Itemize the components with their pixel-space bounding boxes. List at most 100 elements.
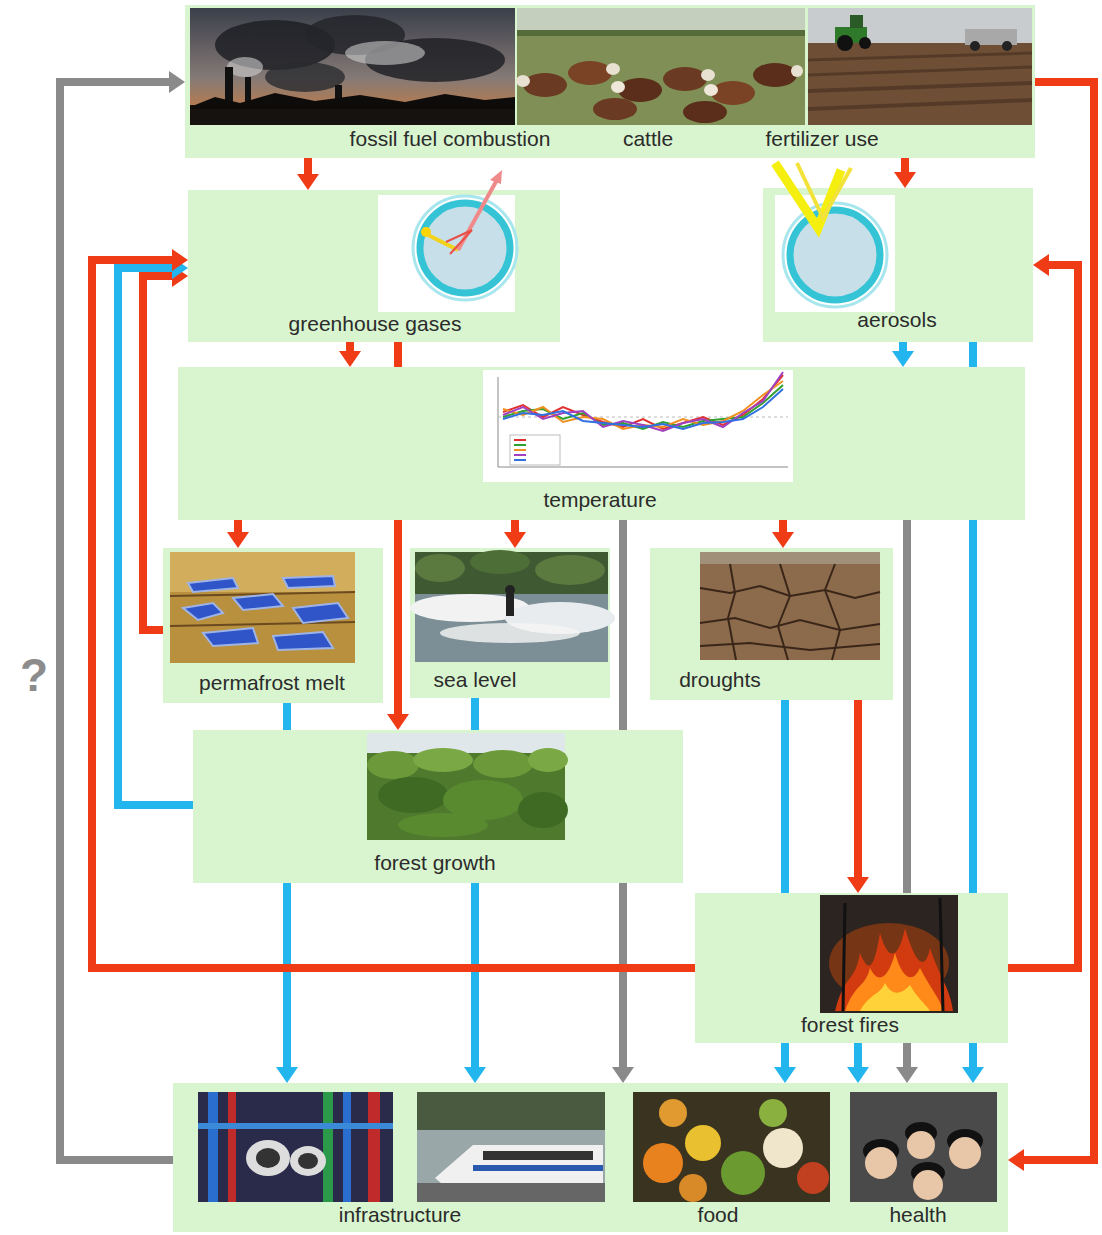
impact-photos-part [949, 1137, 981, 1169]
box-label: forest growth [374, 851, 495, 875]
impact-photos-part [913, 1170, 943, 1200]
box-label: food [698, 1203, 739, 1227]
fire-photo-part [940, 898, 943, 1011]
feedback-arrow [339, 342, 361, 367]
arrow-head [612, 1067, 634, 1083]
impact-photos-part [228, 1092, 236, 1202]
drought-photo-part [700, 643, 880, 650]
source-photos-part [711, 81, 755, 105]
box-label: temperature [543, 488, 656, 512]
temperature-chart-part [510, 435, 560, 465]
fire-photo-part [843, 903, 845, 1011]
arrow-head [227, 532, 249, 548]
arrow-head [339, 351, 361, 367]
box-label: sea level [434, 668, 517, 692]
source-photos-part [190, 93, 515, 109]
arrow-head [847, 1067, 869, 1083]
permafrost-photo-part [170, 552, 355, 663]
connector-line [779, 520, 787, 534]
source-photos-part [523, 73, 567, 97]
greenhouse-icon-part [420, 203, 510, 293]
sea-level-photo-part [535, 555, 605, 585]
impact-photos-part [907, 1131, 935, 1159]
impact-photos-part [763, 1128, 803, 1168]
edge-label: ? [18, 652, 50, 698]
aerosol-icon-part [790, 210, 880, 300]
permafrost-photo-part [183, 603, 223, 620]
temperature-chart-part [514, 454, 526, 456]
source-photos-part [516, 75, 530, 87]
concept-box: sea level [410, 548, 610, 698]
impact-photos-part [659, 1099, 687, 1127]
concept-box: temperature [178, 367, 1025, 520]
forest-photo-part [378, 777, 448, 813]
impact-photos-part [643, 1143, 683, 1183]
arrow-head [774, 1067, 796, 1083]
drought-photo-part [728, 564, 736, 660]
fire-photo-part [835, 928, 953, 1011]
feedback-arrow [118, 257, 193, 805]
connector-line [60, 82, 173, 1160]
forest-photo-part [398, 813, 488, 837]
greenhouse-icon-part [428, 235, 458, 250]
drought-photo-part [825, 564, 840, 660]
impact-photos-part [198, 1123, 393, 1129]
aerosol-icon-part [797, 163, 851, 218]
box-label: greenhouse gases [289, 312, 462, 336]
arrow-head [892, 351, 914, 367]
feedback-arrow [227, 520, 249, 548]
arrow-head [1033, 254, 1049, 276]
impact-photos-part [368, 1092, 380, 1202]
impact-photos-part [208, 1092, 218, 1202]
impact-photos-part [679, 1174, 707, 1202]
feedback-arrow [772, 520, 794, 548]
box-label: aerosols [857, 308, 936, 332]
source-photos-part [808, 53, 1032, 60]
permafrost-photo-part [188, 578, 238, 592]
box-label: fertilizer use [765, 127, 878, 151]
sea-level-photo-part [506, 594, 514, 616]
permafrost-photo-part [170, 552, 355, 592]
arrow-head [172, 249, 188, 271]
impact-photos [173, 1083, 1008, 1232]
fire-photo-part [845, 953, 943, 1011]
impact-photos-part [759, 1099, 787, 1127]
box-label: infrastructure [339, 1203, 462, 1227]
drought-photo-part [700, 618, 880, 630]
source-photos-part [808, 67, 1032, 75]
impact-photos-part [850, 1092, 997, 1202]
feedback-arrow [892, 342, 914, 367]
drought-photo-part [700, 552, 880, 564]
source-photos-part [808, 100, 1032, 109]
permafrost-photo-part [203, 628, 258, 646]
source-photos-part [517, 8, 805, 125]
temperature-chart-part [503, 372, 783, 431]
concept-box: greenhouse gases [188, 190, 560, 342]
permafrost-photo-part [273, 632, 333, 650]
source-photos-part [265, 62, 345, 92]
box-label: health [889, 1203, 946, 1227]
source-photos-part [850, 15, 863, 28]
aerosol-icon-part [775, 163, 841, 228]
source-photos-part [663, 67, 707, 91]
drought-photo-part [700, 552, 880, 660]
concept-box: aerosols [763, 188, 1033, 342]
source-photos-part [808, 83, 1032, 91]
impact-photos-part [721, 1151, 765, 1195]
box-label: permafrost melt [199, 671, 345, 695]
greenhouse-icon-part [490, 170, 502, 184]
temperature-chart-part [514, 439, 526, 441]
source-photos-part [859, 37, 871, 49]
arrow-head [894, 172, 916, 188]
temperature-chart-part [498, 377, 499, 467]
box-label: droughts [679, 668, 761, 692]
feedback-arrow [504, 520, 526, 548]
arrow-head [169, 71, 185, 93]
impact-photos-part [633, 1092, 830, 1202]
greenhouse-icon-part [446, 230, 472, 254]
impact-photos-part [417, 1183, 605, 1202]
arrow-head [1008, 1149, 1024, 1171]
feedback-arrow [894, 158, 916, 188]
box-label: cattle [623, 127, 673, 151]
